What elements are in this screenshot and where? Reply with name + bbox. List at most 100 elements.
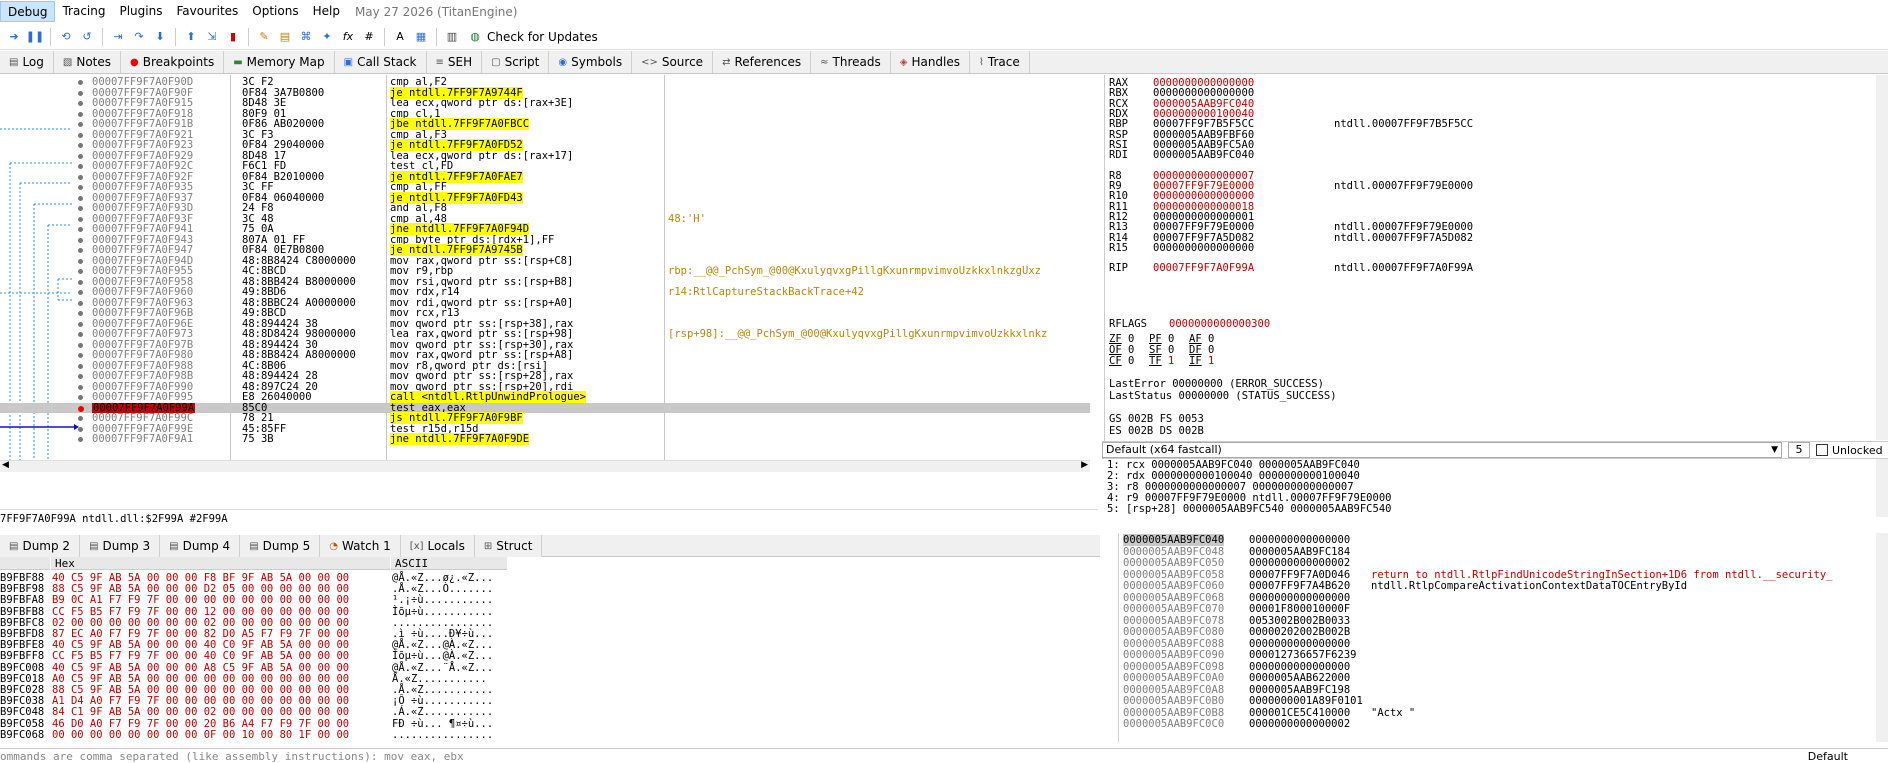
tab-handles[interactable]: ◈Handles [890,51,971,73]
tab-dump-4[interactable]: ▤Dump 4 [160,535,241,557]
breakpoint-dot-icon[interactable] [78,164,83,169]
register-value[interactable]: 0000000000000000 [1153,77,1255,89]
scroll-left-icon[interactable]: ◀ [2,460,9,470]
argument-row[interactable]: 3: r8 0000000000000007 0000000000000007 [1107,481,1354,493]
menu-options[interactable]: Options [252,4,299,18]
register-value[interactable]: 0000000000000000 [1153,87,1255,100]
unlocked-checkbox[interactable] [1816,444,1828,456]
register-value[interactable]: 0000000000000001 [1153,210,1255,223]
breakpoint-dot-icon[interactable] [78,216,83,222]
breakpoint-dot-icon[interactable] [78,80,83,85]
tab-symbols[interactable]: ◉Symbols [549,51,633,73]
breakpoint-dot-icon[interactable] [78,300,83,306]
run-to-selection-icon[interactable]: ⇲ [207,30,217,43]
breakpoint-dot-icon[interactable] [78,416,83,421]
registers-vscrollbar[interactable] [1876,75,1888,440]
argument-row[interactable]: 1: rcx 0000005AAB9FC040 0000005AAB9FC040 [1107,459,1360,471]
tab-trace[interactable]: ⌇Trace [970,51,1030,73]
menu-debug[interactable]: Debug [0,1,56,22]
register-value[interactable]: 0000000000000000 [1153,241,1255,254]
scroll-right-icon[interactable]: ▶ [1081,460,1088,470]
breakpoint-dot-icon[interactable] [78,363,83,369]
tab-dump-2[interactable]: ▤Dump 2 [0,535,81,557]
bookmark-icon[interactable]: ✦ [322,30,332,43]
tab-log[interactable]: ▤Log [0,51,54,73]
breakpoint-dot-icon[interactable] [78,311,83,316]
flag-item[interactable]: OF 0 [1109,344,1135,356]
pause-icon[interactable]: ❚❚ [25,30,45,43]
register-value[interactable]: 0000005AAB9FBF60 [1153,128,1255,141]
rflags-value[interactable]: 0000000000000300 [1169,318,1271,330]
flag-item[interactable]: AF 0 [1189,333,1215,345]
register-value[interactable]: 0000005AAB9FC5A0 [1153,138,1255,151]
tab-notes[interactable]: ▧Notes [53,51,122,73]
register-value[interactable]: 00007FF9F7B5F5CC [1153,118,1255,131]
disassembly-hscrollbar[interactable]: ◀ ▶ [0,460,1090,472]
breakpoint-dot-icon[interactable] [78,248,83,253]
calling-convention-select[interactable]: Default (x64 fastcall) ▼ [1102,442,1782,458]
breakpoint-dot-icon[interactable] [78,426,83,432]
register-value[interactable]: 0000000000000000 [1153,190,1255,203]
tab-references[interactable]: ⇄References [713,51,812,73]
breakpoint-dot-icon[interactable] [78,237,83,243]
flag-item[interactable]: PF 0 [1149,333,1175,345]
step-into-icon[interactable]: ⇥ [113,30,123,43]
register-value[interactable]: 0000000000000018 [1153,200,1255,213]
breakpoint-dot-icon[interactable] [78,353,83,358]
calculator-icon[interactable]: ▥ [446,30,458,43]
tab-memory-map[interactable]: ▬Memory Map [224,51,335,73]
breakpoint-dot-icon[interactable] [78,132,83,138]
hash-icon[interactable]: # [364,30,374,43]
register-value[interactable]: 00007FF9F7A0F99A [1153,262,1255,275]
breakpoint-dot-icon[interactable] [78,321,83,327]
menu-plugins[interactable]: Plugins [119,4,163,18]
command-input[interactable]: ommands are comma separated (like assemb… [0,750,464,763]
breakpoint-dot-icon[interactable] [78,206,83,211]
flag-item[interactable]: TF 1 [1149,355,1175,367]
tab-watch-1[interactable]: ◔Watch 1 [320,535,401,557]
tab-source[interactable]: <>Source [632,51,714,73]
breakpoint-dot-icon[interactable] [78,153,83,159]
register-value[interactable]: 0000000000000007 [1153,169,1255,182]
register-value[interactable]: 0000005AAB9FC040 [1153,149,1255,162]
tab-call-stack[interactable]: ▣Call Stack [334,51,427,73]
